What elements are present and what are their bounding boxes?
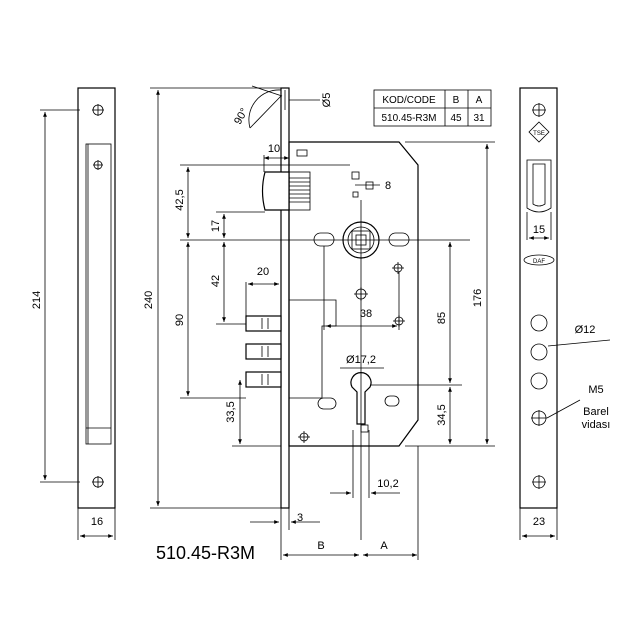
dim-diameter-12: Ø12 xyxy=(575,324,596,336)
dim-M5: M5 xyxy=(588,384,603,396)
barrel-screw-label-line1: Barel xyxy=(583,406,609,418)
dim-diameter-17-2: Ø17,2 xyxy=(346,354,376,366)
dim-20: 20 xyxy=(257,266,269,278)
dim-diameter-5: Ø5 xyxy=(321,93,333,108)
dim-85: 85 xyxy=(436,312,448,324)
deadbolt-pins xyxy=(245,315,282,388)
center-dimensions: 240 90° Ø5 10 42,5 17 8 42 xyxy=(143,85,495,560)
svg-text:TSE: TSE xyxy=(533,131,545,137)
deadbolt-hole-3 xyxy=(530,372,548,390)
dim-42: 42 xyxy=(210,275,222,287)
code-table: KOD/CODE B A 510.45-R3M 45 31 xyxy=(373,89,492,127)
dim-17: 17 xyxy=(210,220,222,232)
dim-16: 16 xyxy=(91,516,103,528)
dim-A: A xyxy=(380,540,388,552)
screw-hole-top xyxy=(92,104,104,116)
dim-33-5: 33,5 xyxy=(225,401,237,422)
table-cell-A: 31 xyxy=(473,113,485,124)
table-header-B: B xyxy=(453,95,460,106)
dim-10: 10 xyxy=(268,143,280,155)
barrel-screw-label-line2: vidası xyxy=(582,419,611,431)
tse-logo: TSE xyxy=(528,121,550,143)
dim-90: 90 xyxy=(174,314,186,326)
daf-logo: DAF xyxy=(523,254,555,266)
dim-214: 214 xyxy=(31,291,43,309)
deadbolt-hole-1 xyxy=(530,314,548,332)
screw-hole-top-right xyxy=(532,103,546,117)
barrel-screw xyxy=(531,410,547,426)
dim-34-5: 34,5 xyxy=(436,404,448,425)
cylinder-keyhole xyxy=(350,372,372,425)
dim-38: 38 xyxy=(360,308,372,320)
dim-B: B xyxy=(317,540,324,552)
dim-176: 176 xyxy=(472,289,484,307)
screw-hole-bottom-right xyxy=(532,475,546,489)
faceplate-front-view: TSE 15 DAF Ø12 M5 Bar xyxy=(519,87,611,540)
dim-3: 3 xyxy=(297,512,303,524)
dim-23: 23 xyxy=(533,516,545,528)
table-header-code: KOD/CODE xyxy=(382,95,436,106)
faceplate-side-view: 214 16 xyxy=(31,87,116,540)
table-cell-code: 510.45-R3M xyxy=(381,113,436,124)
dim-8: 8 xyxy=(385,180,391,192)
dim-10-2: 10,2 xyxy=(377,478,398,490)
dim-240: 240 xyxy=(143,291,155,309)
model-label: 510.45-R3M xyxy=(156,543,255,563)
table-header-A: A xyxy=(476,95,483,106)
table-cell-B: 45 xyxy=(450,113,462,124)
dim-90-degree: 90° xyxy=(232,106,251,126)
deadbolt-hole-2 xyxy=(530,343,548,361)
dim-15: 15 xyxy=(533,224,545,236)
screw-hole-bottom xyxy=(92,476,104,488)
dim-42-5: 42,5 xyxy=(174,189,186,210)
latch-bolt xyxy=(261,171,311,211)
svg-text:DAF: DAF xyxy=(533,259,545,265)
screw-hole-middle xyxy=(93,160,103,170)
